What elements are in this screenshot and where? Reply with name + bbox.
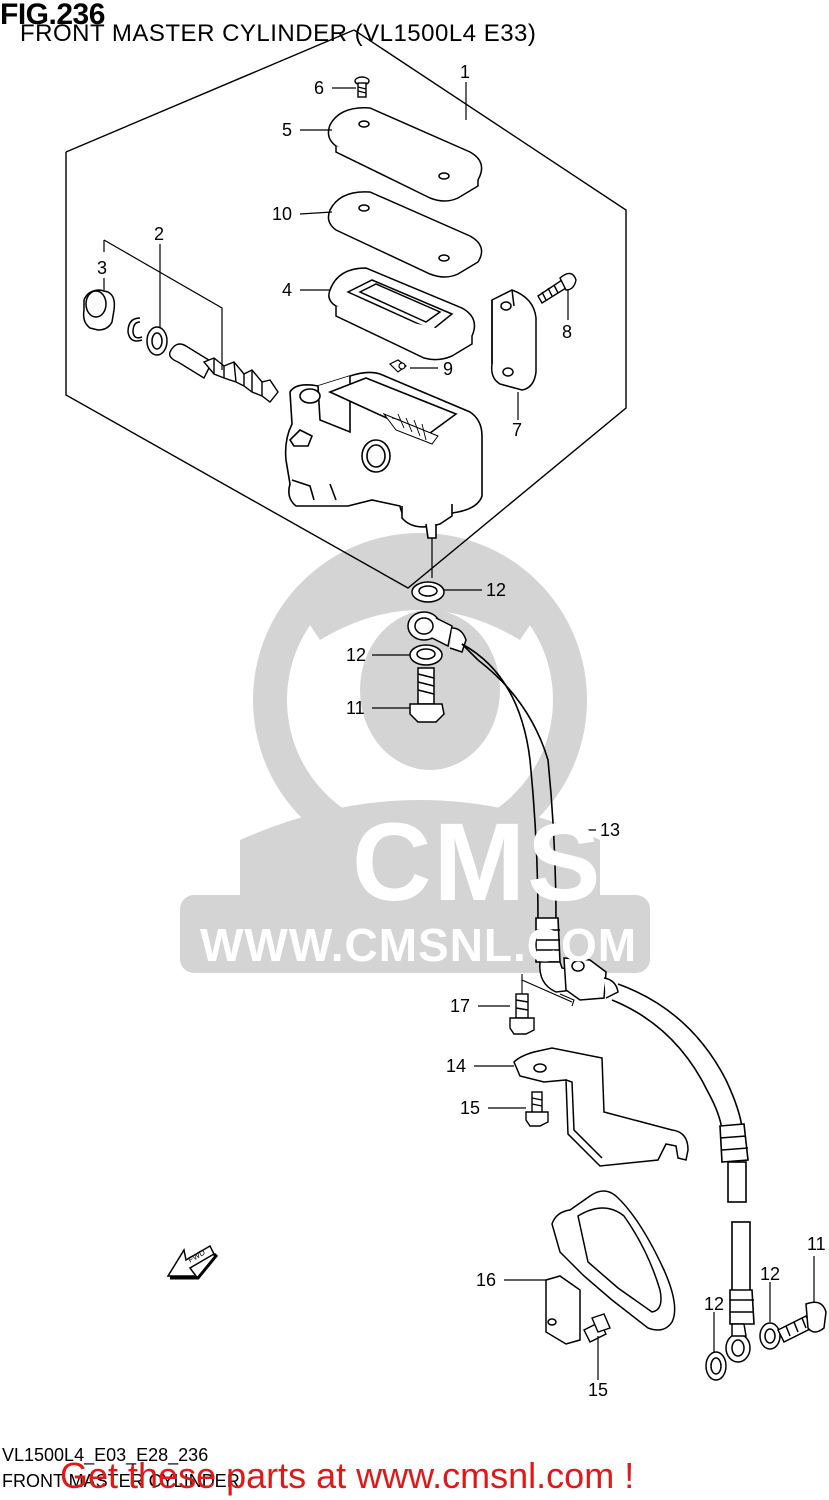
clamp-16 — [545, 1190, 676, 1345]
watermark-url: WWW.CMSNL.COM — [200, 919, 638, 971]
brake-hose-13 — [461, 643, 561, 963]
part-2-piston-spring — [168, 343, 279, 403]
callout-12-upper-a: 12 — [486, 580, 506, 600]
callout-12-lower-a: 12 — [760, 1264, 780, 1284]
diagram-name: FRONT MASTER CYLINDER — [2, 1471, 240, 1491]
bolt-15-upper — [525, 1091, 549, 1127]
bracket-14 — [513, 1047, 689, 1167]
connection-lines — [521, 974, 575, 1007]
lower-banjo — [725, 1323, 751, 1363]
callout-4: 4 — [282, 280, 292, 300]
part-5-cap — [327, 107, 483, 202]
callout-labels: 1 2 3 4 5 6 7 8 9 10 11 12 12 13 17 14 1… — [97, 62, 826, 1400]
bolt-17 — [509, 993, 535, 1035]
lower-washer-12b — [759, 1322, 781, 1350]
callout-16: 16 — [476, 1270, 496, 1290]
lower-washer-12a — [705, 1351, 727, 1381]
figure-subtitle: FRONT MASTER CYLINDER (VL1500L4 E33) — [20, 20, 537, 47]
part-7-clamp — [490, 289, 537, 391]
callout-5: 5 — [282, 120, 292, 140]
upper-washer-12 — [411, 581, 445, 603]
watermark-logo — [180, 533, 650, 973]
callout-11-upper: 11 — [346, 698, 365, 718]
lower-bolt-11 — [776, 1301, 827, 1344]
callout-12-upper-b: 12 — [346, 645, 366, 665]
figure-number: FIG.236 — [0, 0, 105, 31]
parts-shop-link[interactable]: Get these parts at www.cmsnl.com ! — [60, 1455, 635, 1496]
callout-7: 7 — [512, 420, 522, 440]
callout-12-lower-b: 12 — [704, 1294, 724, 1314]
upper-banjo — [407, 611, 467, 653]
part-10-plate — [327, 191, 483, 278]
callout-11-lower: 11 — [807, 1234, 826, 1254]
watermark-brand: CMS — [352, 801, 603, 924]
upper-bolt-11 — [409, 667, 445, 723]
leader-lines — [299, 82, 815, 1380]
callout-13: 13 — [600, 820, 620, 840]
part-snap-ring — [127, 317, 143, 342]
hose-joint — [539, 957, 619, 1001]
callout-15-lower: 15 — [588, 1380, 608, 1400]
callout-15-upper: 15 — [460, 1098, 480, 1118]
part-6-screw — [354, 76, 370, 98]
lower-hose — [611, 983, 755, 1325]
callout-2: 2 — [154, 224, 164, 244]
kit-outline — [65, 29, 627, 589]
part-3-boot — [82, 289, 116, 331]
callout-9: 9 — [443, 359, 453, 379]
bolt-15-lower — [583, 1313, 611, 1343]
callout-1: 1 — [460, 62, 470, 82]
part-9-clip — [388, 359, 407, 373]
leader-2-3 — [103, 239, 223, 370]
diagram-code: VL1500L4_E03_E28_236 — [2, 1445, 209, 1465]
callout-8: 8 — [562, 322, 572, 342]
part-4-diaphragm — [328, 267, 476, 361]
part-8-bolt — [537, 272, 577, 304]
fwd-arrow-icon — [166, 1244, 219, 1280]
master-cylinder-body — [284, 371, 483, 539]
part-2-washer — [146, 326, 168, 356]
callout-17: 17 — [450, 996, 470, 1016]
callout-3: 3 — [97, 258, 107, 278]
upper-washer-12b — [409, 644, 443, 666]
callout-10: 10 — [272, 204, 292, 224]
callout-6: 6 — [314, 78, 324, 98]
callout-14: 14 — [446, 1056, 466, 1076]
